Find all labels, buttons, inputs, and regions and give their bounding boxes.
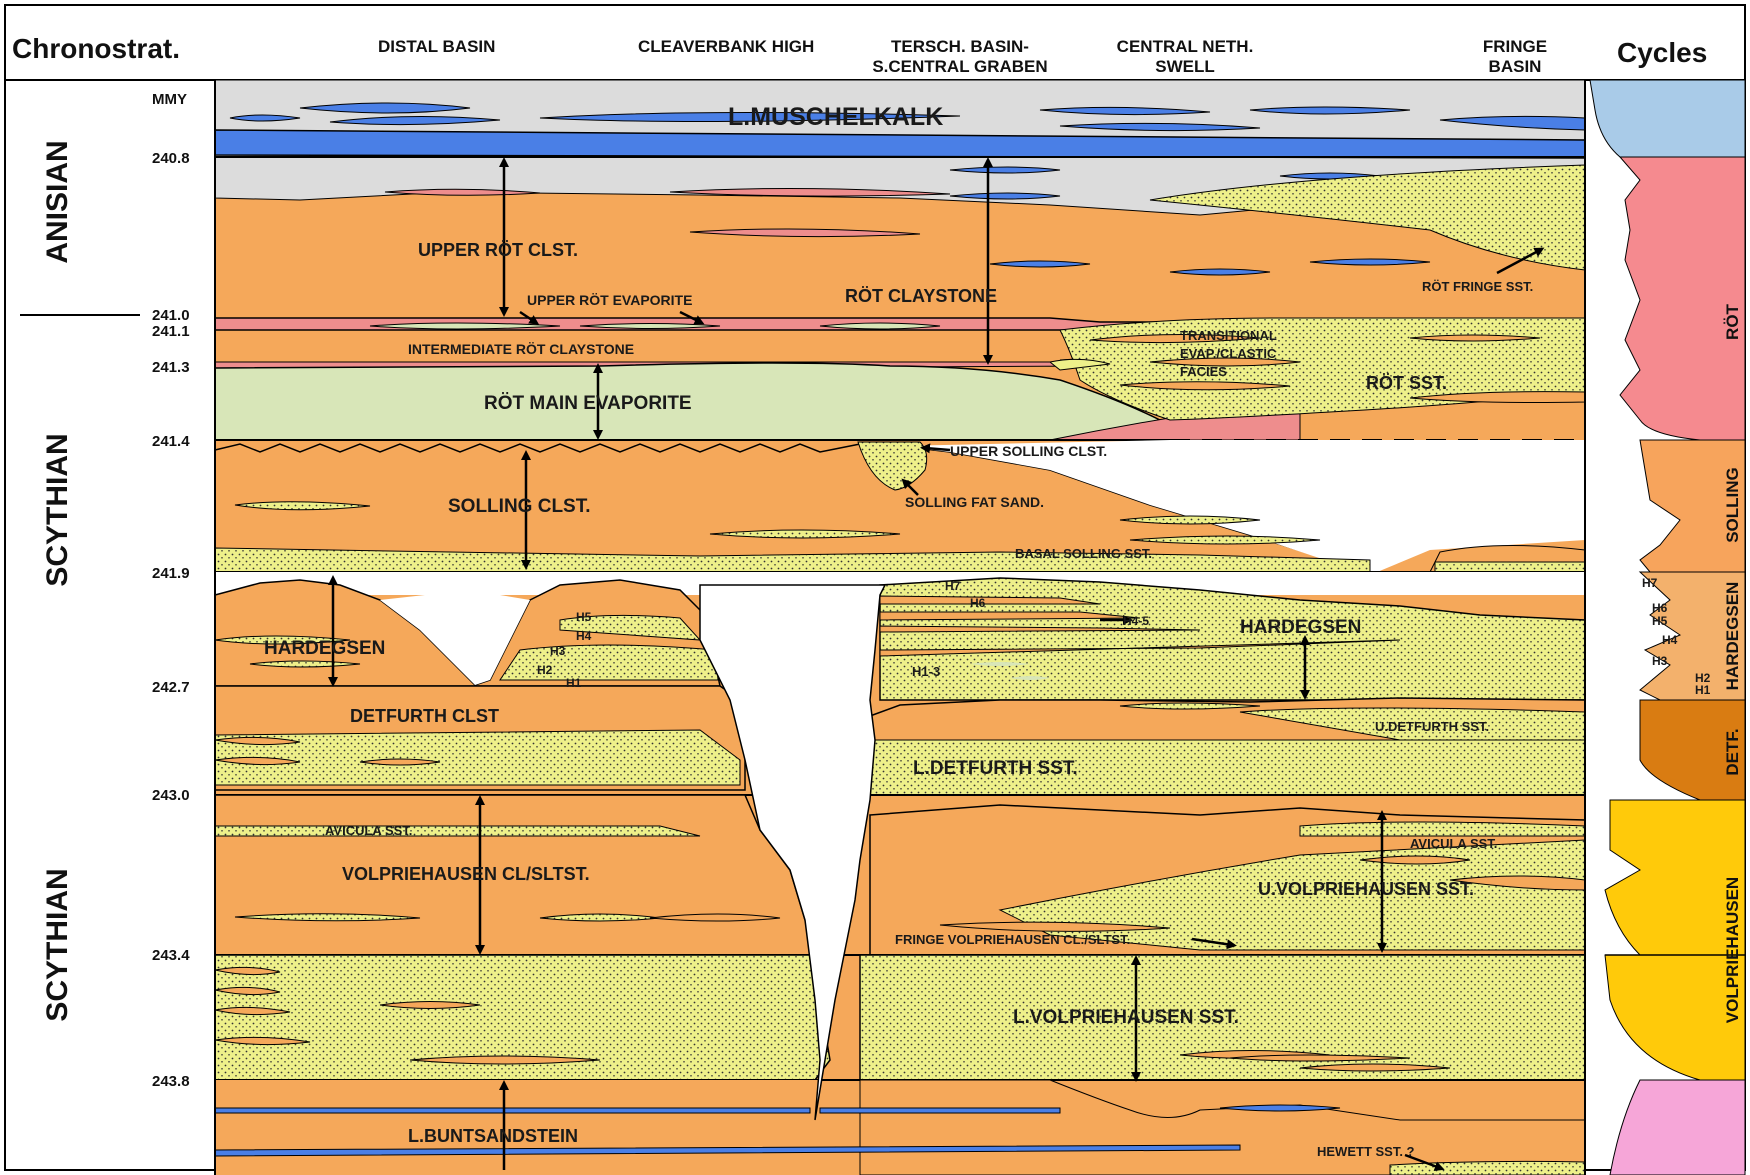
label-rot-fringe-sst: RÖT FRINGE SST. (1422, 279, 1533, 294)
hardegsen-sand-left (500, 645, 718, 680)
label-rot-claystone: RÖT CLAYSTONE (845, 286, 997, 306)
age-241-9: 241.9 (152, 565, 190, 582)
label-detfurth-clst: DETFURTH CLST (350, 706, 499, 726)
label-upper-solling-clst: UPPER SOLLING CLST. (950, 443, 1107, 459)
label-l-muschelkalk: L.MUSCHELKALK (728, 103, 943, 131)
age-241-1: 241.1 (152, 323, 190, 340)
header-central-neth: CENTRAL NETH. (1117, 37, 1254, 56)
label-l-volpriehausen-sst: L.VOLPRIEHAUSEN SST. (1013, 1007, 1239, 1028)
label-solling-fat-sand: SOLLING FAT SAND. (905, 494, 1044, 510)
header-swell: SWELL (1155, 57, 1215, 76)
header-cleaverbank-high: CLEAVERBANK HIGH (638, 37, 814, 56)
label-h1: H1 (566, 676, 582, 690)
label-rot-main-evaporite: RÖT MAIN EVAPORITE (484, 393, 692, 414)
age-unit-label: MMY (152, 91, 187, 108)
label-rot-sst: RÖT SST. (1366, 373, 1447, 393)
stage-anisian: ANISIAN (41, 140, 74, 263)
label-fringe-volpriehausen: FRINGE VOLPRIEHAUSEN CL./SLTST. (895, 932, 1130, 947)
age-241-0: 241.0 (152, 307, 190, 324)
stage-scythian-lower: SCYTHIAN (41, 868, 74, 1021)
label-hewett-sst: HEWETT SST. ? (1317, 1144, 1415, 1159)
cycle-h7: H7 (1642, 576, 1658, 590)
cycle-h5: H5 (1652, 614, 1668, 628)
age-243-4: 243.4 (152, 947, 190, 964)
avicula-sandstone-right (1300, 822, 1585, 836)
age-243-8: 243.8 (152, 1073, 190, 1090)
label-u-detfurth-sst: U.DETFURTH SST. (1375, 719, 1489, 734)
label-l-detfurth-sst: L.DETFURTH SST. (913, 758, 1078, 779)
age-243-0: 243.0 (152, 787, 190, 804)
cycle-h3: H3 (1652, 654, 1668, 668)
header-central-graben: S.CENTRAL GRABEN (872, 57, 1047, 76)
label-h3: H3 (550, 644, 566, 658)
limestone-bed (215, 1108, 810, 1113)
cycle-label-volpriehausen: VOLPRIEHAUSEN (1723, 877, 1742, 1023)
cycle-label-hardegsen: HARDEGSEN (1723, 582, 1742, 691)
label-h4-5: H4-5 (1123, 614, 1149, 628)
label-h4: H4 (576, 629, 592, 643)
label-transitional-1: TRANSITIONAL (1180, 328, 1277, 343)
label-avicula-right: AVICULA SST. (1410, 836, 1497, 851)
label-l-buntsandstein: L.BUNTSANDSTEIN (408, 1126, 578, 1146)
cycle-h1: H1 (1695, 683, 1711, 697)
stage-scythian-upper: SCYTHIAN (41, 433, 74, 586)
header-basin: BASIN (1489, 57, 1542, 76)
label-solling-clst: SOLLING CLST. (448, 496, 591, 517)
age-242-7: 242.7 (152, 679, 190, 696)
cycle-label-detfurth: DETF. (1723, 728, 1742, 775)
label-transitional-3: FACIES (1180, 364, 1227, 379)
detfurth-left-sandstone (215, 730, 740, 785)
label-transitional-2: EVAP./CLASTIC (1180, 346, 1277, 361)
header-distal-basin: DISTAL BASIN (378, 37, 495, 56)
label-h7: H7 (945, 579, 961, 593)
cycle-label-solling: SOLLING (1723, 467, 1742, 543)
label-hardegsen-left: HARDEGSEN (264, 638, 385, 659)
age-240-8: 240.8 (152, 150, 190, 167)
avicula-sandstone-left (215, 826, 700, 836)
label-upper-rot-clst: UPPER RÖT CLST. (418, 240, 578, 260)
label-intermediate-rot: INTERMEDIATE RÖT CLAYSTONE (408, 341, 634, 357)
label-avicula-left: AVICULA SST. (325, 823, 412, 838)
basal-solling-sand-right (1435, 562, 1585, 572)
age-241-3: 241.3 (152, 359, 190, 376)
header-cycles: Cycles (1617, 37, 1707, 68)
cycle-h4: H4 (1662, 633, 1678, 647)
label-u-volpriehausen-sst: U.VOLPRIEHAUSEN SST. (1258, 879, 1474, 899)
header-chronostrat: Chronostrat. (12, 33, 180, 64)
limestone-bed (820, 1108, 1060, 1113)
header-fringe: FRINGE (1483, 37, 1547, 56)
label-basal-solling-sst: BASAL SOLLING SST. (1015, 546, 1152, 561)
evaporite-lens (580, 324, 720, 329)
label-hardegsen-right: HARDEGSEN (1240, 617, 1361, 638)
age-241-4: 241.4 (152, 433, 190, 450)
label-h5: H5 (576, 610, 592, 624)
label-h6: H6 (970, 596, 986, 610)
label-volpriehausen-cl: VOLPRIEHAUSEN CL/SLTST. (342, 864, 590, 884)
cycle-label-rot: RÖT (1723, 303, 1742, 340)
label-h2: H2 (537, 663, 553, 677)
header-tersch-basin: TERSCH. BASIN- (891, 37, 1029, 56)
hewett-sandstone (1390, 1161, 1585, 1175)
label-h1-3: H1-3 (912, 664, 940, 679)
cycle-h6: H6 (1652, 601, 1668, 615)
label-upper-rot-evaporite: UPPER RÖT EVAPORITE (527, 292, 692, 308)
cycle-muschelkalk (1590, 80, 1745, 157)
